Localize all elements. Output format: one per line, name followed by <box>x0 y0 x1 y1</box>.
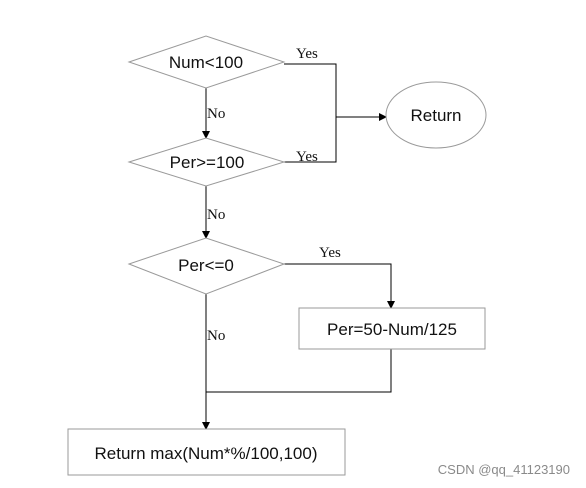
edge-label-per-high-yes: Yes <box>296 149 318 165</box>
nodes <box>67 35 487 476</box>
connector-per-low-yes <box>284 263 395 309</box>
watermark-text: CSDN @qq_41123190 <box>438 462 570 477</box>
decision-per-gte-100 <box>127 137 286 187</box>
decision-num-less-100 <box>127 35 286 89</box>
terminal-return-max <box>67 428 346 476</box>
label-per-lte-0: Per<=0 <box>178 256 234 275</box>
edge-label-per-low-no: No <box>207 328 225 344</box>
decision-per-lte-0 <box>127 237 286 295</box>
label-return-max: Return max(Num*%/100,100) <box>95 444 318 463</box>
label-set-per: Per=50-Num/125 <box>327 320 457 339</box>
process-set-per <box>298 307 486 350</box>
label-return: Return <box>410 106 461 125</box>
label-num-less-100: Num<100 <box>169 53 243 72</box>
label-per-gte-100: Per>=100 <box>170 153 245 172</box>
connector-set-per-out <box>206 349 392 393</box>
edge-label-per-high-no: No <box>207 207 225 223</box>
connector-per-high-yes <box>284 117 337 163</box>
terminal-return <box>385 81 487 149</box>
connectors <box>202 63 395 430</box>
connector-num-yes <box>284 63 337 117</box>
edge-label-num-no: No <box>207 106 225 122</box>
edge-labels: Yes No Yes No Yes No <box>207 46 341 344</box>
edge-label-num-yes: Yes <box>296 46 318 62</box>
edge-label-per-low-yes: Yes <box>319 245 341 261</box>
node-labels: Num<100 Per>=100 Per<=0 Return Per=50-Nu… <box>95 53 462 463</box>
